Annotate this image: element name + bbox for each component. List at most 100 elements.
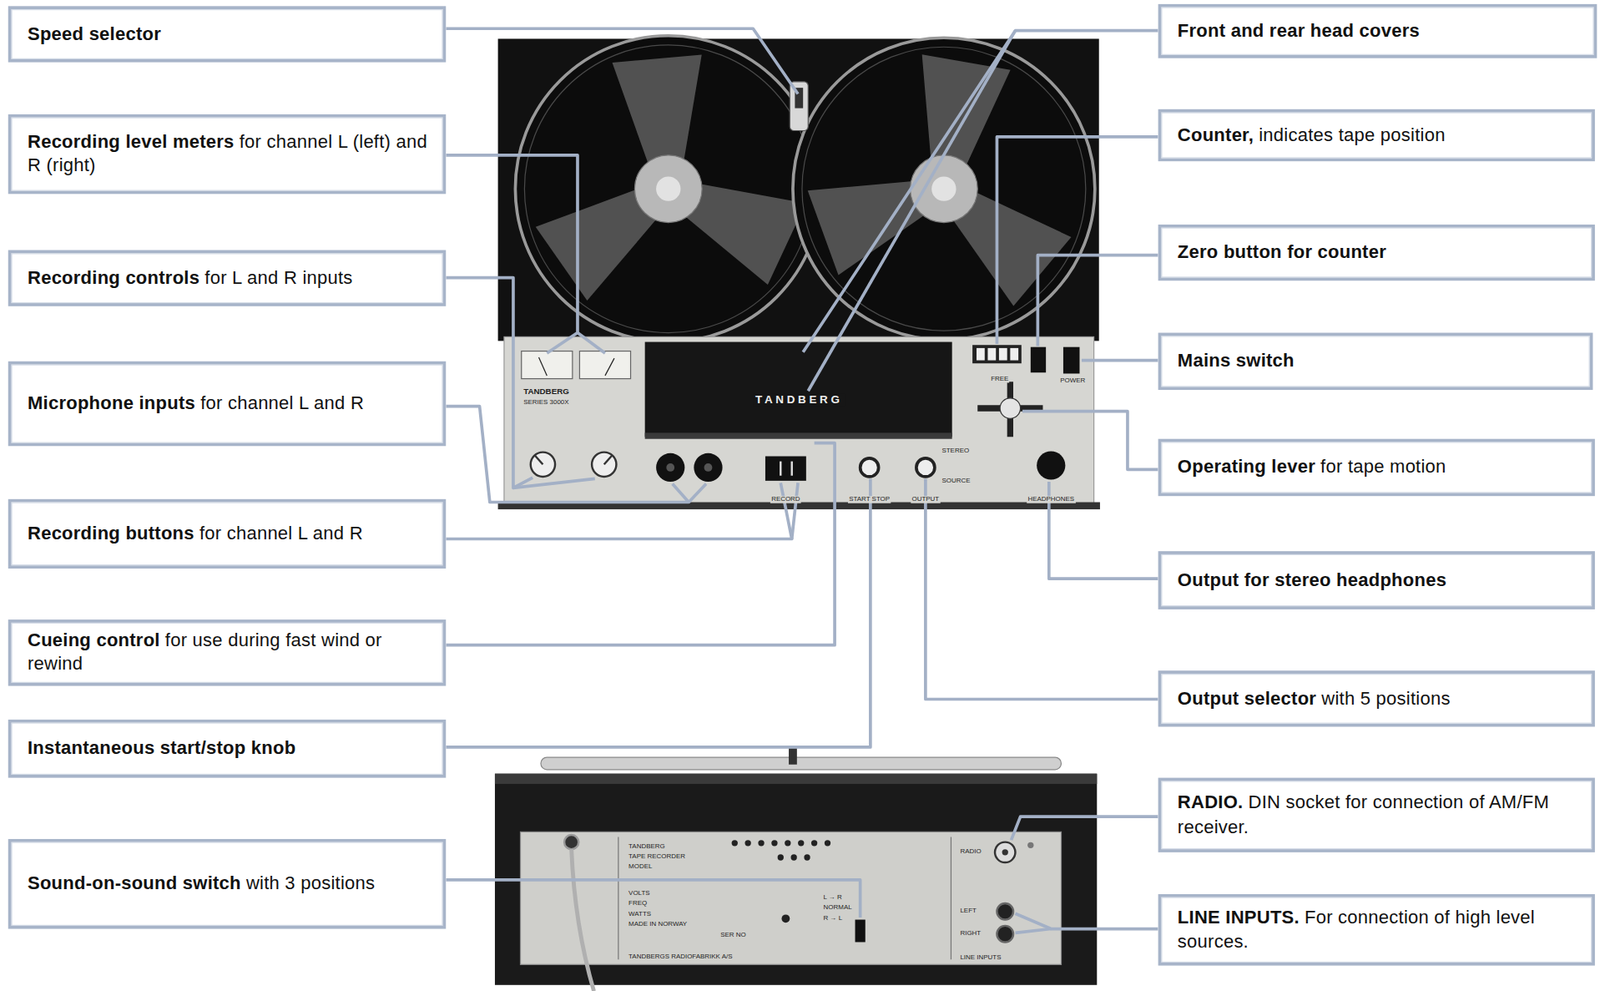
leader-line — [807, 30, 1015, 392]
tape-counter — [999, 348, 1008, 361]
callout-text: Mains switch — [1177, 348, 1295, 374]
callout-box: Output selectorwith 5 positions — [1158, 670, 1595, 727]
rear-panel — [520, 831, 1062, 965]
leader-line — [802, 30, 1158, 353]
zero-button — [1030, 347, 1046, 374]
panel-marking: TANDBERG — [522, 388, 571, 397]
callout-text: LINE INPUTS.For connection of high level… — [1177, 905, 1578, 954]
level-meters — [521, 351, 573, 379]
right-reel — [792, 37, 1096, 340]
panel-marking: NORMAL — [822, 903, 853, 911]
panel-marking: TANDBERGS RADIOFABRIKK A/S — [627, 953, 734, 960]
callout-box: Sound-on-sound switchwith 3 positions — [8, 838, 446, 929]
callout-text: Zero button for counter — [1177, 240, 1387, 265]
head-cover — [645, 342, 953, 438]
leader-line — [1022, 411, 1159, 470]
head-cover — [645, 342, 953, 440]
panel-marking: TAPE RECORDER — [627, 852, 687, 860]
callout-box: Recording controlsfor L and R inputs — [8, 250, 446, 307]
panel-marking: VOLTS — [627, 889, 652, 897]
din-socket — [994, 842, 1034, 863]
mains-cord — [564, 834, 579, 849]
mains-switch — [1063, 347, 1081, 374]
right-reel — [910, 155, 979, 223]
rear-panel — [950, 837, 952, 960]
right-reel — [904, 54, 1011, 169]
left-reel — [524, 45, 813, 334]
level-meters — [579, 351, 631, 379]
panel-marking: TANDBERG — [627, 842, 667, 850]
speaker-grille — [757, 839, 764, 846]
output-selector-knob — [916, 458, 935, 477]
line-input-jacks — [996, 903, 1014, 920]
line-input-jacks — [996, 903, 1014, 942]
leader-line — [445, 478, 871, 748]
callout-body: for channel L and R — [200, 392, 364, 413]
callout-text: Counter,indicates tape position — [1177, 123, 1446, 148]
callout-text: RADIO.DIN socket for connection of AM/FM… — [1177, 791, 1578, 839]
callout-text: Microphone inputsfor channel L and R — [27, 391, 364, 416]
panel-marking: RECORD — [770, 495, 802, 503]
panel-marking: LEFT — [958, 907, 978, 914]
left-reel — [634, 155, 702, 223]
rear-reels — [540, 747, 1062, 770]
callout-text: Speed selector — [27, 22, 162, 47]
speed-selector-lever — [789, 81, 808, 132]
callout-heading: Cueing control — [27, 629, 161, 650]
panel-marking: OUTPUT — [910, 495, 940, 503]
panel-marking: START STOP — [847, 495, 891, 503]
callout-box: LINE INPUTS.For connection of high level… — [1158, 893, 1595, 966]
din-socket — [994, 842, 1015, 863]
rear-panel — [520, 831, 1062, 965]
panel-marking: FREE — [989, 375, 1010, 383]
level-meters — [605, 358, 615, 376]
leader-line — [445, 277, 533, 489]
tape-counter — [972, 344, 1022, 364]
record-buttons — [765, 455, 807, 480]
callout-box: RADIO.DIN socket for connection of AM/FM… — [1158, 777, 1595, 853]
panel-marking: SOURCE — [940, 477, 971, 485]
operating-lever — [999, 398, 1020, 419]
callout-heading: Microphone inputs — [27, 392, 196, 413]
callout-heading: Zero button for counter — [1177, 242, 1387, 263]
callout-box: Recording level metersfor channel L (lef… — [8, 114, 446, 194]
leader-line — [513, 478, 596, 488]
callout-text: Output for stereo headphones — [1177, 568, 1447, 593]
callout-heading: Counter, — [1177, 124, 1254, 145]
panel-marking: RADIO — [958, 847, 983, 855]
rear-reels — [788, 747, 798, 765]
leader-line — [925, 478, 1159, 699]
output-selector-knob — [916, 458, 935, 477]
speed-selector-lever — [789, 81, 808, 132]
callout-text: Front and rear head covers — [1177, 19, 1420, 44]
panel-marking: POWER — [1059, 377, 1086, 384]
speaker-grille — [803, 853, 810, 860]
panel-marking: STEREO — [940, 446, 970, 454]
callout-body: for L and R inputs — [204, 267, 353, 288]
rear-reels — [540, 757, 1062, 770]
left-reel — [612, 55, 712, 165]
leader-line — [1081, 358, 1159, 363]
panel-marking: L → R — [822, 893, 843, 901]
microphone-jacks — [704, 463, 713, 472]
callout-body: with 5 positions — [1321, 687, 1450, 708]
leader-line — [792, 482, 798, 539]
leader-line — [445, 879, 860, 918]
callout-heading: Speed selector — [27, 23, 162, 44]
right-reel — [792, 37, 1096, 340]
tape-counter — [987, 348, 996, 361]
recording-knobs — [535, 454, 544, 465]
panel-marking: LINE INPUTS — [958, 953, 1002, 961]
panel-marking: MADE IN NORWAY — [627, 920, 689, 928]
callout-box: Speed selector — [8, 5, 446, 62]
leader-line — [445, 406, 689, 503]
callout-box: Microphone inputsfor channel L and R — [8, 361, 446, 446]
sound-on-sound-switch — [855, 919, 866, 943]
callout-text: Recording level metersfor channel L (lef… — [27, 130, 429, 178]
leader-line — [688, 484, 707, 503]
speaker-grille — [781, 913, 790, 923]
microphone-jacks — [656, 453, 722, 482]
panel-marking: RIGHT — [958, 929, 982, 937]
